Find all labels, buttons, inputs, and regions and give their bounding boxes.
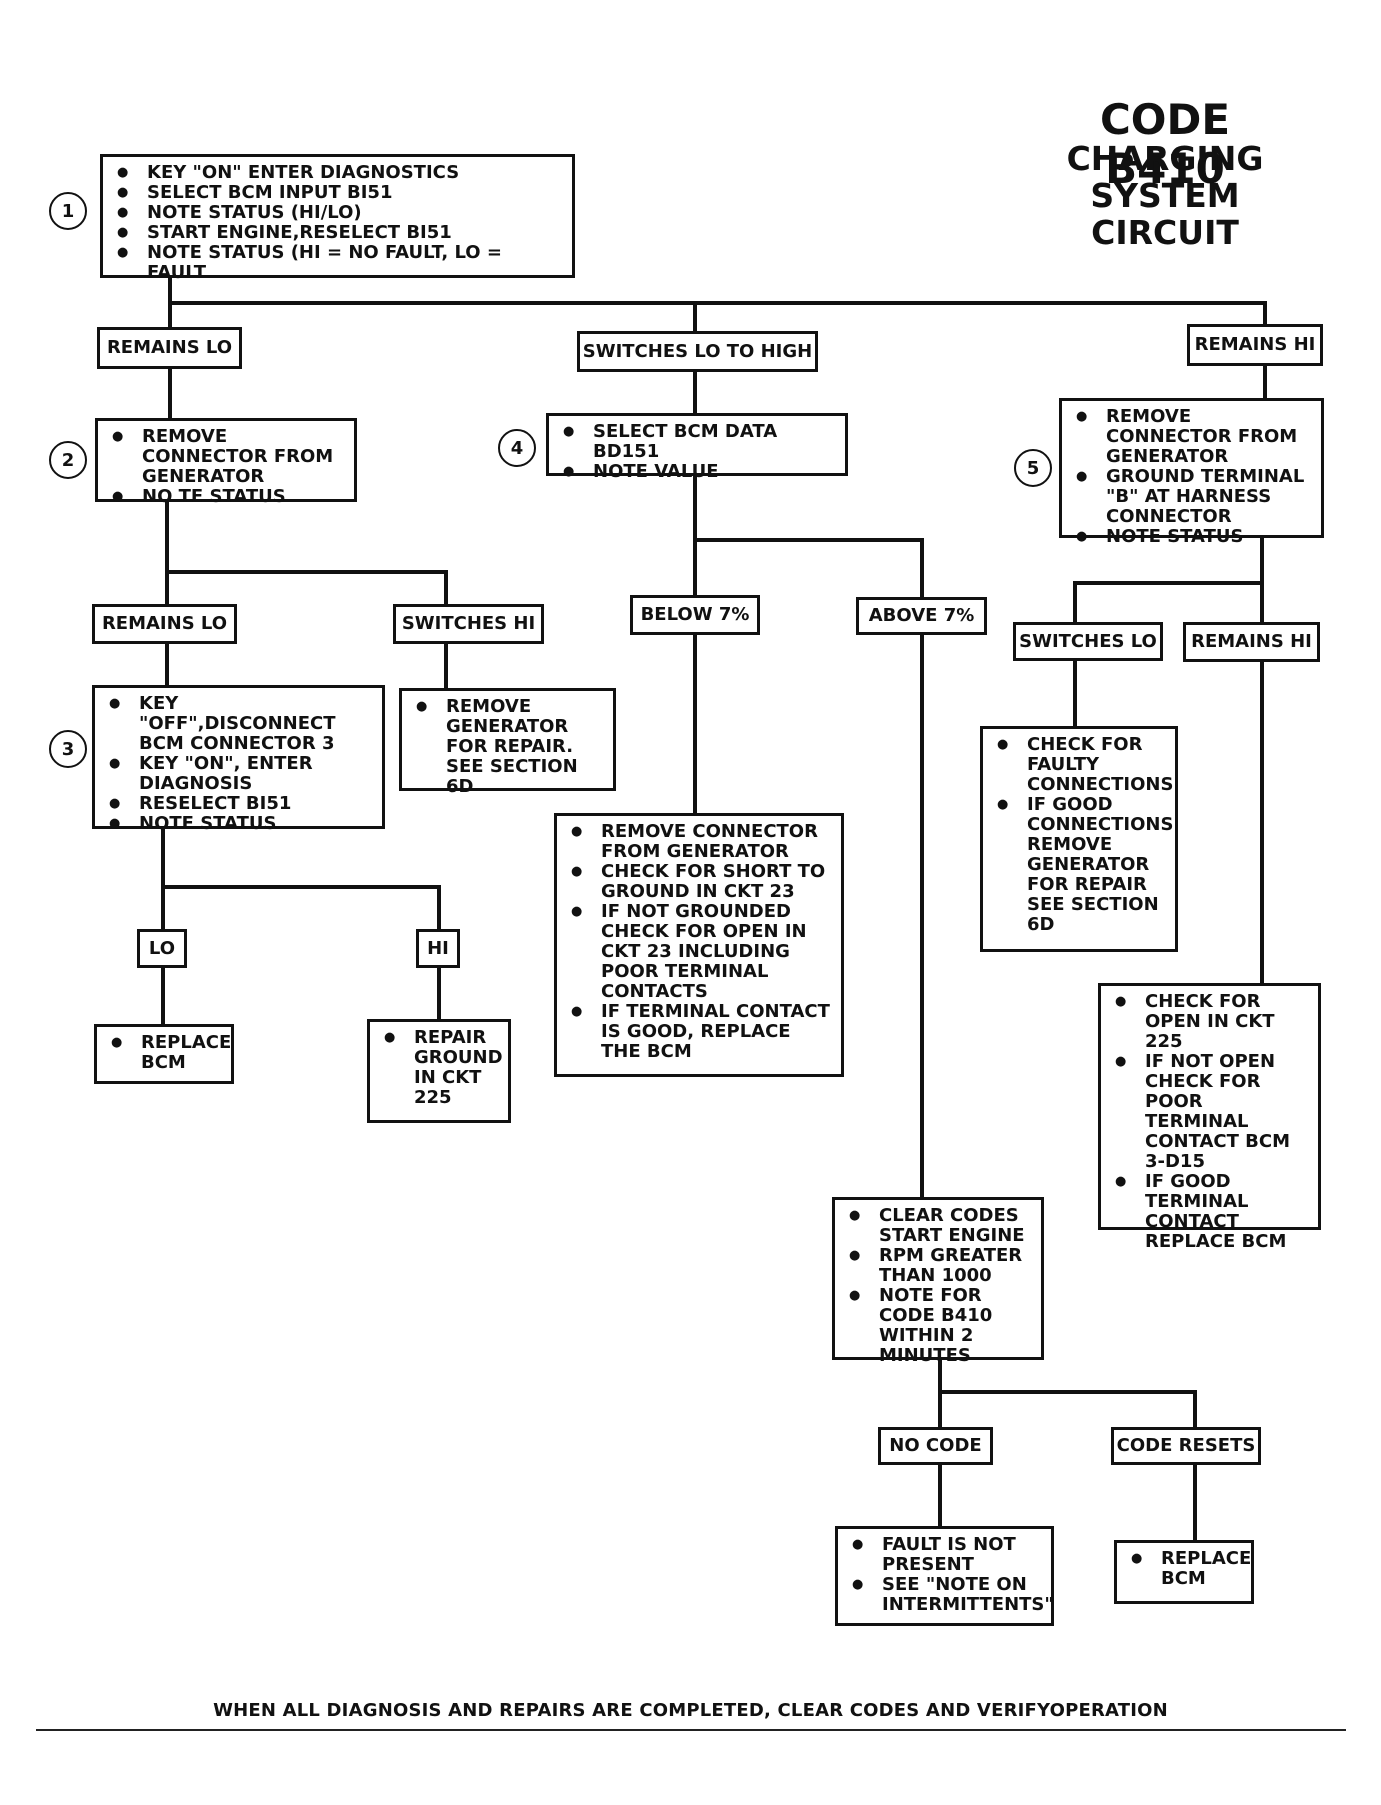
step-number-5: 5 — [1014, 449, 1052, 487]
action-item: SEE "NOTE ON INTERMITTENTS" — [848, 1575, 1054, 1615]
action-item: NOTE FOR CODE B410 WITHIN 2 MINUTES — [845, 1286, 1033, 1366]
code-title: CODE B410 — [1099, 95, 1231, 193]
step-1-item: NOTE STATUS (HI/LO) — [113, 203, 564, 224]
label-remains-lo: REMAINS LO — [92, 604, 237, 644]
action-item: IF GOOD TERMINAL CONTACT REPLACE BCM — [1111, 1172, 1310, 1252]
action-item: REPLACE BCM — [107, 1033, 231, 1073]
step-5-item: NOTE STATUS — [1072, 527, 1313, 548]
action-item: CHECK FOR FAULTY CONNECTIONS — [993, 735, 1173, 795]
label-hi: HI — [416, 929, 460, 968]
fault-not-present-box: FAULT IS NOT PRESENT SEE "NOTE ON INTERM… — [835, 1526, 1054, 1626]
step-2-item: NO TE STATUS — [108, 487, 346, 508]
step-3-item: KEY "OFF",DISCONNECT BCM CONNECTOR 3 — [105, 694, 374, 754]
action-item: CLEAR CODES START ENGINE — [845, 1206, 1033, 1246]
action-item: REMOVE GENERATOR FOR REPAIR. SEE SECTION… — [412, 697, 605, 797]
step-3-item: NOTE STATUS — [105, 814, 374, 835]
system-title-line2: CIRCUIT — [1091, 213, 1239, 252]
action-item: IF GOOD CONNECTIONS REMOVE GENERATOR FOR… — [993, 795, 1173, 935]
footer-note: WHEN ALL DIAGNOSIS AND REPAIRS ARE COMPL… — [213, 1700, 1168, 1721]
step-1-item: START ENGINE,RESELECT BI51 — [113, 223, 564, 244]
label-code-resets: CODE RESETS — [1111, 1427, 1261, 1465]
action-item: IF NOT GROUNDED CHECK FOR OPEN IN CKT 23… — [567, 902, 833, 1002]
clear-codes-box: CLEAR CODES START ENGINE RPM GREATER THA… — [832, 1197, 1044, 1366]
label-remains-hi: REMAINS HI — [1183, 622, 1320, 662]
step-1-item: SELECT BCM INPUT BI51 — [113, 183, 564, 204]
label-switches-hi: SWITCHES HI — [393, 604, 544, 644]
label-remains-lo: REMAINS LO — [97, 327, 242, 369]
step-1-item: KEY "ON" ENTER DIAGNOSTICS — [113, 163, 564, 184]
action-item: IF TERMINAL CONTACT IS GOOD, REPLACE THE… — [567, 1002, 833, 1062]
action-item: REPAIR GROUND IN CKT 225 — [380, 1028, 503, 1108]
step-5-item: REMOVE CONNECTOR FROM GENERATOR — [1072, 407, 1313, 467]
label-no-code: NO CODE — [878, 1427, 993, 1465]
step-4-box: SELECT BCM DATA BD151 NOTE VALUE — [546, 413, 848, 482]
system-title-line1: CHARGING SYSTEM — [1066, 139, 1264, 215]
step-5-box: REMOVE CONNECTOR FROM GENERATOR GROUND T… — [1059, 398, 1324, 547]
step-4-item: NOTE VALUE — [559, 462, 837, 483]
step-1-box: KEY "ON" ENTER DIAGNOSTICS SELECT BCM IN… — [100, 154, 575, 283]
repair-ground-box: REPAIR GROUND IN CKT 225 — [367, 1019, 511, 1123]
label-remains-hi: REMAINS HI — [1187, 324, 1323, 366]
label-above-7-percent: ABOVE 7% — [856, 597, 987, 635]
action-item: CHECK FOR SHORT TO GROUND IN CKT 23 — [567, 862, 833, 902]
step-3-item: RESELECT BI51 — [105, 794, 374, 815]
label-below-7-percent: BELOW 7% — [630, 595, 760, 635]
label-lo: LO — [137, 929, 187, 968]
step-number-3: 3 — [49, 730, 87, 768]
check-faulty-connections-box: CHECK FOR FAULTY CONNECTIONS IF GOOD CON… — [980, 726, 1178, 952]
step-number-2: 2 — [49, 441, 87, 479]
step-number-1: 1 — [49, 192, 87, 230]
step-5-item: GROUND TERMINAL "B" AT HARNESS CONNECTOR — [1072, 467, 1313, 527]
action-item: REPLACE BCM — [1127, 1549, 1251, 1589]
system-title: CHARGING SYSTEM CIRCUIT — [990, 140, 1340, 251]
action-item: IF NOT OPEN CHECK FOR POOR TERMINAL CONT… — [1111, 1052, 1310, 1172]
step-number-4: 4 — [498, 429, 536, 467]
step-3-box: KEY "OFF",DISCONNECT BCM CONNECTOR 3 KEY… — [92, 685, 385, 834]
action-item: FAULT IS NOT PRESENT — [848, 1535, 1043, 1575]
label-switches-lo: SWITCHES LO — [1013, 622, 1163, 661]
action-item: RPM GREATER THAN 1000 — [845, 1246, 1033, 1286]
step-4-item: SELECT BCM DATA BD151 — [559, 422, 837, 462]
check-short-box: REMOVE CONNECTOR FROM GENERATOR CHECK FO… — [554, 813, 844, 1077]
step-2-item: REMOVE CONNECTOR FROM GENERATOR — [108, 427, 346, 487]
step-2-box: REMOVE CONNECTOR FROM GENERATOR NO TE ST… — [95, 418, 357, 507]
step-3-item: KEY "ON", ENTER DIAGNOSIS — [105, 754, 374, 794]
action-item: CHECK FOR OPEN IN CKT 225 — [1111, 992, 1310, 1052]
label-switches-lo-to-high: SWITCHES LO TO HIGH — [577, 331, 818, 372]
remove-generator-box: REMOVE GENERATOR FOR REPAIR. SEE SECTION… — [399, 688, 616, 797]
footer-rule — [36, 1729, 1346, 1731]
step-1-item: NOTE STATUS (HI = NO FAULT, LO = FAULT — [113, 243, 564, 283]
replace-bcm-box: REPLACE BCM — [94, 1024, 234, 1084]
replace-bcm-box: REPLACE BCM — [1114, 1540, 1254, 1604]
action-item: REMOVE CONNECTOR FROM GENERATOR — [567, 822, 833, 862]
check-open-ckt-225-box: CHECK FOR OPEN IN CKT 225 IF NOT OPEN CH… — [1098, 983, 1321, 1252]
